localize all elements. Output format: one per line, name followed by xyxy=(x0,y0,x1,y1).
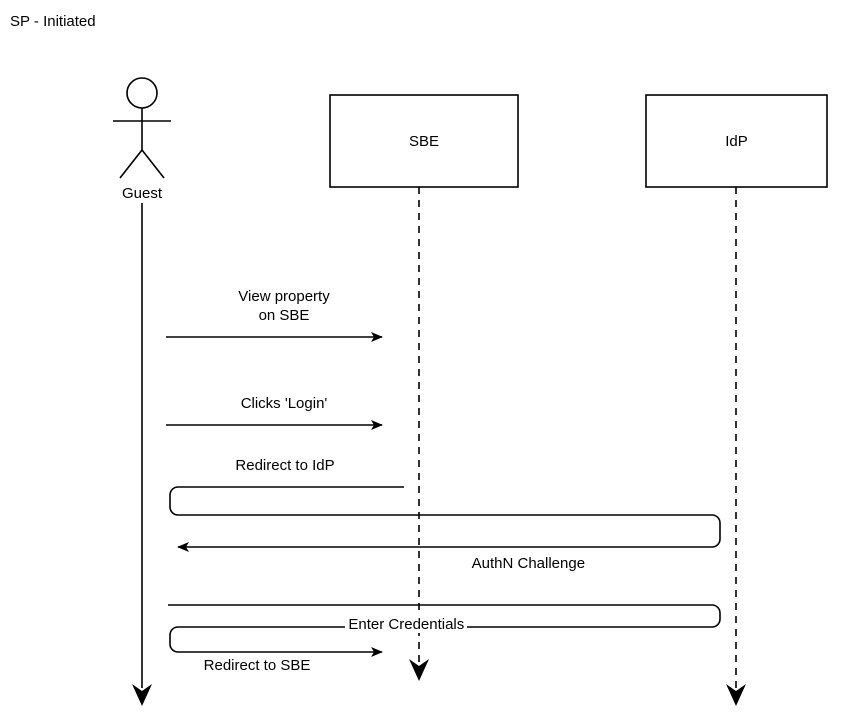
message-label-redirect-to-sbe: Redirect to SBE xyxy=(203,657,311,674)
diagram-title: SP - Initiated xyxy=(10,13,96,30)
message-label-view-property-line1: View property xyxy=(238,288,330,305)
message-path-redirect-to-idp xyxy=(169,486,721,552)
message-label-view-property-line2: on SBE xyxy=(258,307,310,324)
message-label-authn-challenge: AuthN Challenge xyxy=(420,535,620,592)
actor-label-guest: Guest xyxy=(121,185,163,202)
message-label-authn-challenge-text: AuthN Challenge xyxy=(468,555,589,572)
actor-guest-figure xyxy=(113,77,171,179)
lifeline-sbe xyxy=(409,187,429,681)
message-label-clicks-login: Clicks 'Login' xyxy=(240,395,328,412)
lifeline-idp xyxy=(726,187,746,706)
participant-box-sbe xyxy=(329,94,519,188)
message-label-enter-credentials-text: Enter Credentials xyxy=(345,616,468,633)
participant-box-idp xyxy=(645,94,828,188)
participant-label-idp: IdP xyxy=(725,133,748,150)
participant-label-sbe: SBE xyxy=(408,133,439,150)
lifeline-guest xyxy=(132,203,152,706)
message-label-redirect-to-idp: Redirect to IdP xyxy=(235,457,335,474)
message-label-enter-credentials: Enter Credentials xyxy=(298,596,498,653)
